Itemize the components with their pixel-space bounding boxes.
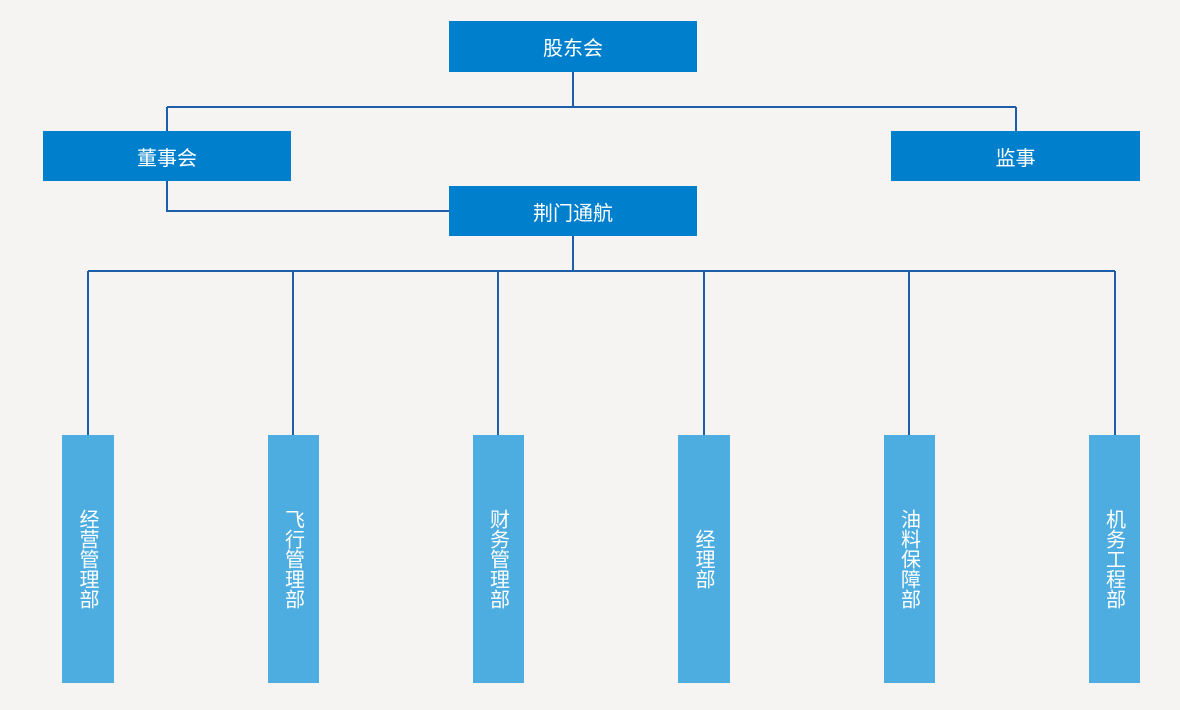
department-box-2: 飞行管理部 [268, 435, 319, 683]
board-node: 董事会 [43, 131, 291, 181]
board-label: 董事会 [137, 145, 197, 170]
department-label-5: 油料保障部 [897, 509, 922, 609]
shareholders-label: 股东会 [543, 36, 603, 60]
department-box-4: 经理部 [678, 435, 730, 683]
supervisor-label: 监事 [995, 145, 1036, 170]
department-box-3: 财务管理部 [473, 435, 524, 683]
connector-board-to-company [166, 181, 449, 212]
department-label-2: 飞行管理部 [281, 509, 306, 609]
department-box-5: 油料保障部 [884, 435, 935, 683]
company-node: 荆门通航 [449, 186, 697, 236]
department-label-4: 经理部 [692, 529, 716, 589]
department-box-1: 经营管理部 [62, 435, 114, 683]
shareholders-node: 股东会 [449, 21, 697, 72]
supervisor-node: 监事 [891, 131, 1140, 181]
department-label-3: 财务管理部 [486, 509, 511, 609]
company-label: 荆门通航 [533, 200, 613, 225]
department-label-1: 经营管理部 [76, 509, 100, 609]
department-label-6: 机务工程部 [1102, 509, 1127, 609]
department-box-6: 机务工程部 [1089, 435, 1140, 683]
